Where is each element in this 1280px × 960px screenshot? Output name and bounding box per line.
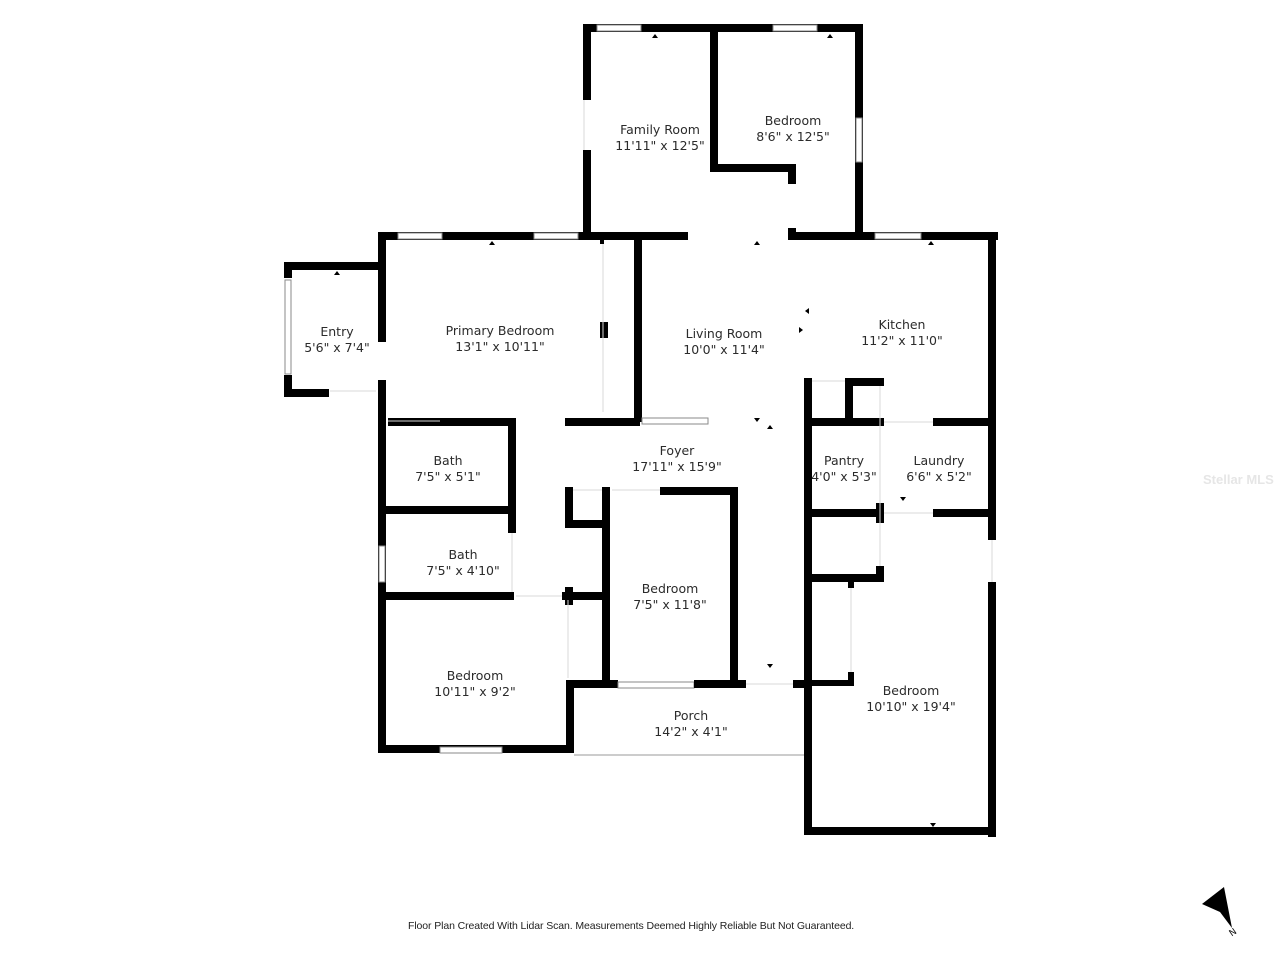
compass-arrow-icon <box>1202 887 1232 928</box>
room-dimensions: 10'0" x 11'4" <box>683 342 765 357</box>
room-name: Laundry <box>913 453 965 468</box>
room-foyer: Foyer 17'11" x 15'9" <box>632 443 721 475</box>
room-name: Living Room <box>685 326 763 341</box>
room-entry: Entry 5'6" x 7'4" <box>304 324 370 356</box>
room-dimensions: 11'2" x 11'0" <box>861 333 943 348</box>
room-dimensions: 17'11" x 15'9" <box>632 459 722 474</box>
room-dimensions: 8'6" x 12'5" <box>756 129 830 144</box>
room-dimensions: 7'5" x 4'10" <box>426 563 500 578</box>
room-living-room: Living Room 10'0" x 11'4" <box>683 326 764 358</box>
room-name: Kitchen <box>878 317 926 332</box>
room-pantry: Pantry 4'0" x 5'3" <box>811 453 877 485</box>
room-dimensions: 10'11" x 9'2" <box>434 684 516 699</box>
room-name: Foyer <box>659 443 695 458</box>
room-name: Bath <box>448 547 478 562</box>
room-laundry: Laundry 6'6" x 5'2" <box>906 453 972 485</box>
room-bedroom-se: Bedroom 10'10" x 19'4" <box>866 683 955 715</box>
room-name: Pantry <box>824 453 864 468</box>
room-name: Family Room <box>620 122 700 137</box>
room-name: Bath <box>433 453 463 468</box>
room-porch: Porch 14'2" x 4'1" <box>654 708 727 740</box>
room-primary-bedroom: Primary Bedroom 13'1" x 10'11" <box>446 323 555 355</box>
room-name: Bedroom <box>446 668 504 683</box>
room-bedroom-ne: Bedroom 8'6" x 12'5" <box>756 113 829 145</box>
room-bedroom-center: Bedroom 7'5" x 11'8" <box>633 581 706 613</box>
room-dimensions: 7'5" x 5'1" <box>415 469 481 484</box>
room-name: Bedroom <box>641 581 699 596</box>
room-bedroom-sw: Bedroom 10'11" x 9'2" <box>434 668 515 700</box>
room-dimensions: 14'2" x 4'1" <box>654 724 728 739</box>
watermark: Stellar MLS <box>1203 472 1274 487</box>
disclaimer-text: Floor Plan Created With Lidar Scan. Meas… <box>408 920 855 932</box>
room-dimensions: 6'6" x 5'2" <box>906 469 972 484</box>
room-kitchen: Kitchen 11'2" x 11'0" <box>861 317 942 349</box>
room-bath-2: Bath 7'5" x 4'10" <box>426 547 499 579</box>
room-dimensions: 13'1" x 10'11" <box>455 339 545 354</box>
room-dimensions: 10'10" x 19'4" <box>866 699 956 714</box>
room-name: Entry <box>320 324 354 339</box>
room-name: Bedroom <box>882 683 940 698</box>
room-name: Bedroom <box>764 113 822 128</box>
room-bath-1: Bath 7'5" x 5'1" <box>415 453 481 485</box>
room-family-room: Family Room 11'11" x 12'5" <box>615 122 704 154</box>
room-name: Primary Bedroom <box>445 323 555 338</box>
room-dimensions: 7'5" x 11'8" <box>633 597 707 612</box>
room-dimensions: 11'11" x 12'5" <box>615 138 705 153</box>
room-dimensions: 4'0" x 5'3" <box>811 469 877 484</box>
room-dimensions: 5'6" x 7'4" <box>304 340 370 355</box>
room-name: Porch <box>673 708 709 723</box>
